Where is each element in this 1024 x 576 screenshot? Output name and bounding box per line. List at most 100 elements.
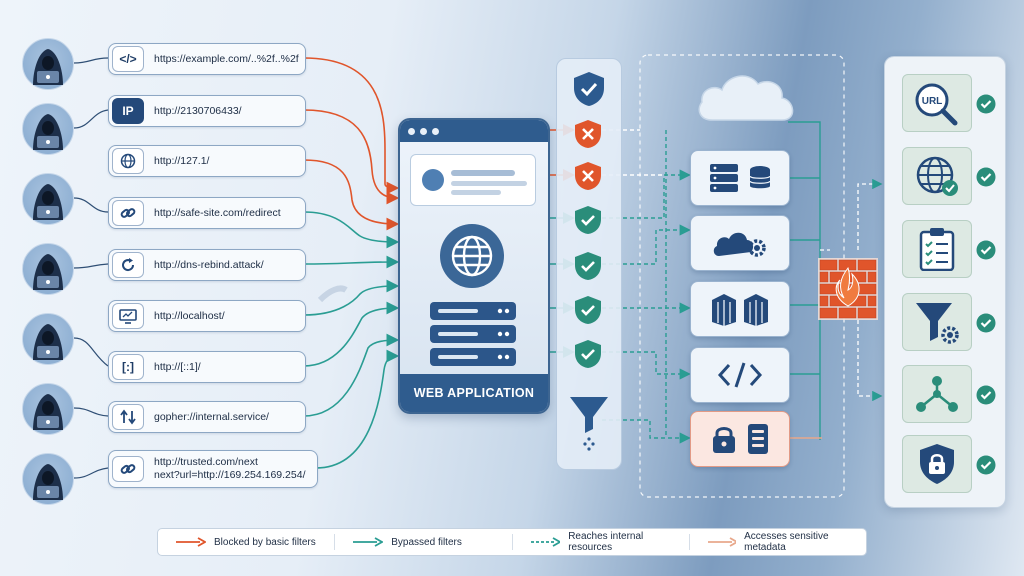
ip-icon: IP: [112, 98, 144, 124]
blocked-shield-icon: [575, 162, 601, 190]
resource-funnel-settings: [902, 293, 972, 351]
attacker-avatar: [22, 313, 74, 365]
window-titlebar: [400, 120, 548, 142]
resource-checklist: [902, 220, 972, 278]
legend-label: Accesses sensitive metadata: [744, 531, 829, 553]
lock-icon: [713, 427, 735, 453]
attacker-avatar: [22, 383, 74, 435]
cloud-icon: [698, 75, 794, 121]
url-search-icon: URL: [915, 83, 958, 126]
attacker-avatar: [22, 243, 74, 295]
url-text: https://example.com/..%2f..%2f: [154, 53, 299, 65]
link-icon: [112, 200, 144, 226]
shield-lock-icon: [920, 444, 954, 484]
url-line-1: http://trusted.com/next: [154, 456, 258, 468]
url-text: gopher://internal.service/: [154, 411, 269, 423]
url-payload: http://safe-site.com/redirect: [108, 197, 306, 229]
url-payload: gopher://internal.service/: [108, 401, 306, 433]
legend-item-blocked: Blocked by basic filters: [158, 534, 336, 550]
hacker-icon: [33, 49, 63, 85]
resource-shield-lock: [902, 435, 972, 493]
solid-peach-arrow-icon: [707, 537, 737, 547]
service-containers: [690, 281, 790, 337]
monitor-icon: [112, 303, 144, 329]
url-text: http://dns-rebind.attack/: [154, 259, 264, 271]
url-payload: http://localhost/: [108, 300, 306, 332]
hacker-icon: [33, 114, 63, 150]
legend-item-bypassed: Bypassed filters: [335, 534, 513, 550]
check-circle-icon: [976, 167, 996, 187]
server-icon: [710, 164, 738, 192]
legend: Blocked by basic filters Bypassed filter…: [157, 528, 867, 556]
url-text: http://2130706433/: [154, 105, 242, 117]
profile-card: [410, 154, 536, 206]
url-text: http://safe-site.com/redirect: [154, 207, 281, 219]
code-icon: [717, 362, 763, 388]
service-cloud-config: [690, 215, 790, 271]
dashed-teal-arrow-icon: [530, 537, 561, 547]
hacker-icon: [33, 184, 63, 220]
url-text: http://[::1]/: [154, 361, 201, 373]
url-payload: http://dns-rebind.attack/: [108, 249, 306, 281]
hacker-icon: [33, 254, 63, 290]
legend-item-internal: Reaches internal resources: [513, 531, 690, 553]
attacker-avatar: [22, 173, 74, 225]
hacker-icon: [33, 394, 63, 430]
blocked-shield-icon: [575, 120, 601, 148]
url-line-2: next?url=http://169.254.169.254/: [154, 469, 306, 481]
cloud-gear-icon: [713, 232, 766, 257]
passed-shield-icon: [575, 206, 601, 234]
check-circle-icon: [976, 313, 996, 333]
server-stack-icon: [430, 302, 516, 366]
passed-shield-icon: [575, 252, 601, 280]
check-circle-icon: [976, 94, 996, 114]
attacker-avatar: [22, 453, 74, 505]
resource-network: [902, 365, 972, 423]
url-payload: </> https://example.com/..%2f..%2f: [108, 43, 306, 75]
legend-item-metadata: Accesses sensitive metadata: [690, 531, 866, 553]
shield-check-icon: [574, 72, 604, 106]
web-application: WEB APPLICATION: [398, 118, 550, 414]
solid-orange-arrow-icon: [176, 537, 206, 547]
resource-globe: [902, 147, 972, 205]
resource-url-search: URL: [902, 74, 972, 132]
attacker-avatar: [22, 103, 74, 155]
url-payload: http://127.1/: [108, 145, 306, 177]
passed-shield-icon: [575, 296, 601, 324]
checklist-icon: [919, 228, 955, 271]
arrows-updown-icon: [112, 404, 144, 430]
service-sensitive-metadata: [690, 411, 790, 467]
check-circle-icon: [976, 455, 996, 475]
webapp-label: WEB APPLICATION: [400, 374, 548, 412]
network-icon: [916, 376, 958, 412]
brackets-icon: [:]: [112, 354, 144, 380]
filter-panel: [556, 58, 622, 470]
code-icon: </>: [112, 46, 144, 72]
server-icon: [748, 424, 768, 454]
refresh-icon: [112, 252, 144, 278]
service-code: [690, 347, 790, 403]
containers-icon: [712, 294, 768, 326]
database-icon: [749, 166, 771, 189]
solid-teal-arrow-icon: [353, 537, 384, 547]
globe-icon: [440, 224, 504, 288]
service-database-server: [690, 150, 790, 206]
url-text: http://localhost/: [154, 310, 225, 322]
hacker-icon: [33, 324, 63, 360]
legend-label: Blocked by basic filters: [214, 536, 316, 548]
url-payload: [:] http://[::1]/: [108, 351, 306, 383]
globe-check-icon: [916, 156, 958, 196]
url-text: http://127.1/: [154, 155, 210, 167]
funnel-icon: [570, 397, 608, 451]
check-circle-icon: [976, 240, 996, 260]
svg-text:URL: URL: [922, 96, 943, 107]
attacker-avatar: [22, 38, 74, 90]
passed-shield-icon: [575, 340, 601, 368]
hacker-icon: [33, 464, 63, 500]
check-circle-icon: [976, 385, 996, 405]
funnel-gear-icon: [916, 303, 959, 344]
